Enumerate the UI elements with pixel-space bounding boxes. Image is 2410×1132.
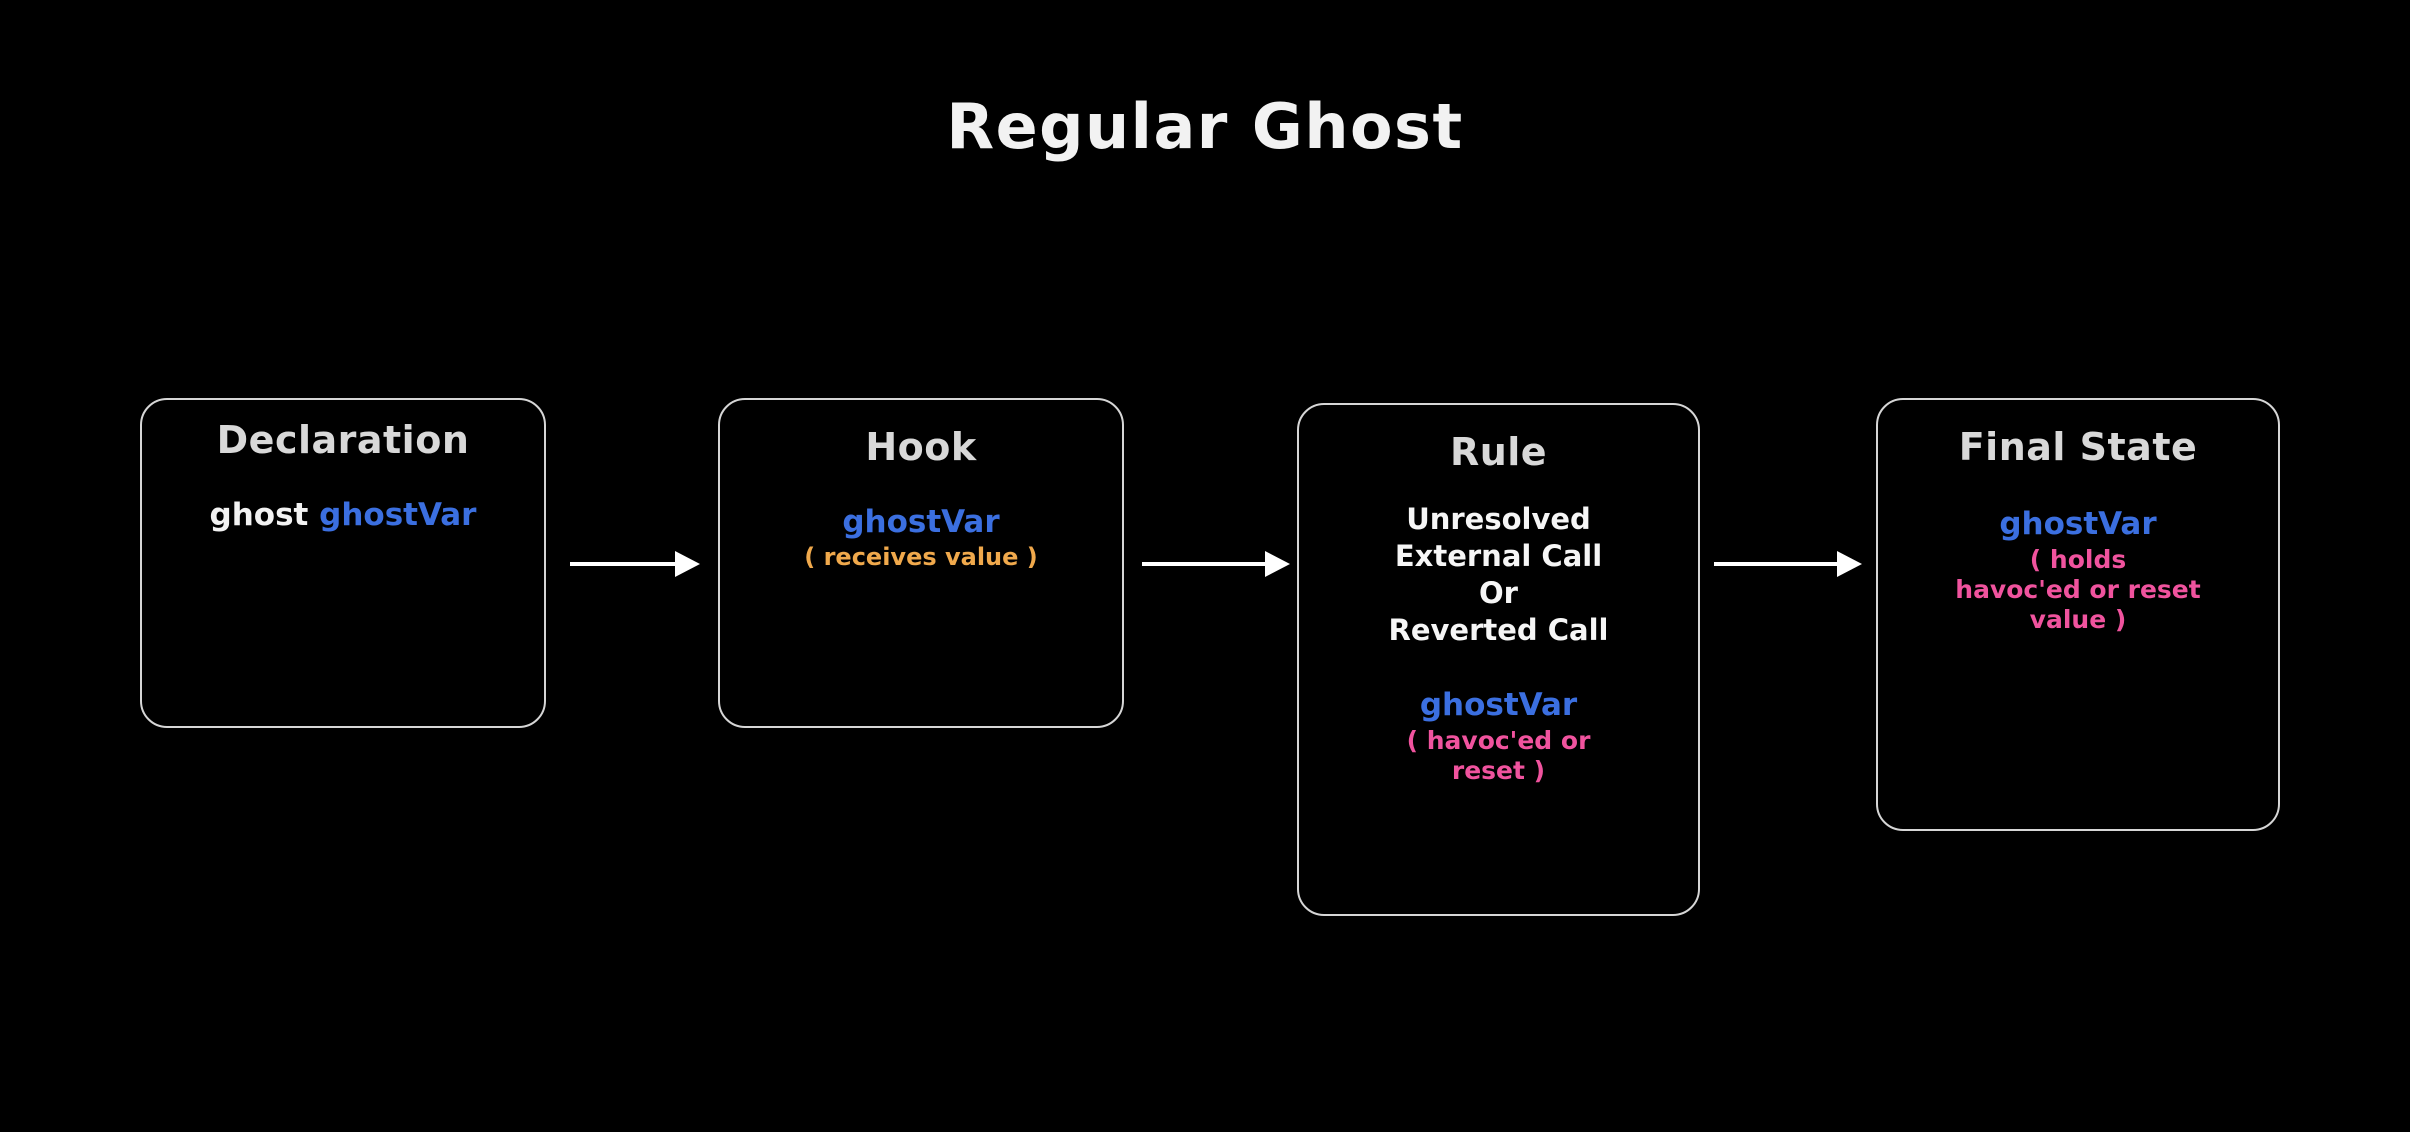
declaration-variable: ghostVar	[319, 496, 477, 533]
arrow-head	[1265, 551, 1290, 577]
arrow-right-icon	[1714, 551, 1862, 577]
arrow-head	[1837, 551, 1862, 577]
node-hook-title: Hook	[865, 425, 977, 469]
node-declaration: Declaration ghost ghostVar	[140, 398, 546, 728]
final-state-note-line: value )	[2029, 605, 2127, 635]
node-declaration-title: Declaration	[216, 418, 470, 462]
rule-condition-line: Unresolved	[1406, 501, 1591, 536]
arrow-shaft	[1142, 562, 1268, 566]
final-state-note-line: havoc'ed or reset	[1955, 575, 2201, 605]
arrow-shaft	[570, 562, 678, 566]
final-state-note-line: ( holds	[2029, 545, 2127, 575]
node-rule-conditions: Unresolved External Call Or Reverted Cal…	[1389, 501, 1609, 649]
node-rule-title: Rule	[1449, 430, 1548, 474]
rule-variable: ghostVar	[1419, 687, 1578, 724]
node-final-state: Final State ghostVar ( holds havoc'ed or…	[1876, 398, 2280, 831]
node-declaration-body: ghost ghostVar	[210, 497, 477, 534]
node-hook: Hook ghostVar ( receives value )	[718, 398, 1124, 728]
rule-condition-line: Or	[1479, 576, 1518, 611]
final-state-variable: ghostVar	[1999, 505, 2157, 542]
node-hook-body: ghostVar ( receives value )	[804, 504, 1037, 572]
hook-note: ( receives value )	[804, 543, 1038, 572]
hook-variable: ghostVar	[842, 503, 1000, 540]
page-title: Regular Ghost	[946, 90, 1464, 163]
node-final-state-body: ghostVar ( holds havoc'ed or reset value…	[1955, 506, 2200, 636]
node-rule-body: ghostVar ( havoc'ed or reset )	[1384, 687, 1614, 785]
arrow-right-icon	[1142, 551, 1290, 577]
rule-condition-line: Reverted Call	[1388, 613, 1609, 648]
arrow-head	[675, 551, 700, 577]
rule-condition-line: External Call	[1394, 539, 1603, 573]
arrow-shaft	[1714, 562, 1840, 566]
node-final-state-title: Final State	[1958, 425, 2198, 469]
arrow-right-icon	[570, 551, 700, 577]
rule-note: ( havoc'ed or reset )	[1406, 726, 1591, 785]
node-rule: Rule Unresolved External Call Or Reverte…	[1297, 403, 1700, 916]
declaration-keyword: ghost	[209, 496, 320, 533]
